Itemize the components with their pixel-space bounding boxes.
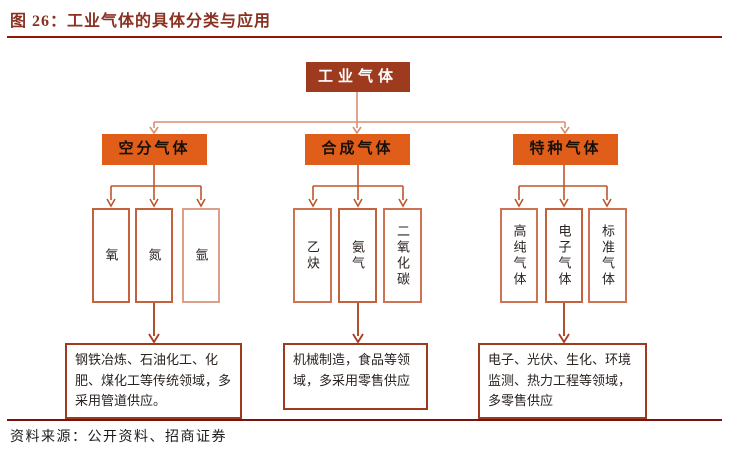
gas-node-electronic: 电子气体 bbox=[545, 208, 583, 303]
gas-node-standard: 标准气体 bbox=[588, 208, 627, 303]
root-node-industrial-gas: 工业气体 bbox=[306, 62, 410, 92]
gas-node-high-purity: 高纯气体 bbox=[500, 208, 538, 303]
title-underline bbox=[7, 36, 722, 38]
gas-node-ammonia: 氨气 bbox=[338, 208, 377, 303]
gas-node-carbon-dioxide: 二氧化碳 bbox=[383, 208, 422, 303]
branch-node-synthesis: 合成气体 bbox=[305, 134, 410, 165]
data-source-text: 资料来源：公开资料、招商证券 bbox=[10, 430, 227, 445]
branch-node-air-separation: 空分气体 bbox=[102, 134, 207, 165]
gas-node-oxygen: 氧 bbox=[92, 208, 130, 303]
source-divider-line bbox=[7, 419, 722, 421]
gas-node-acetylene: 乙炔 bbox=[293, 208, 332, 303]
application-box-air-separation: 钢铁冶炼、石油化工、化肥、煤化工等传统领域，多采用管道供应。 bbox=[65, 343, 242, 419]
gas-node-nitrogen: 氮 bbox=[135, 208, 173, 303]
figure-title: 图 26：工业气体的具体分类与应用 bbox=[10, 13, 272, 30]
branch-node-specialty: 特种气体 bbox=[513, 134, 618, 165]
application-box-specialty: 电子、光伏、生化、环境监测、热力工程等领域，多零售供应 bbox=[478, 343, 647, 419]
gas-node-argon: 氩 bbox=[182, 208, 220, 303]
application-box-synthesis: 机械制造，食品等领域，多采用零售供应 bbox=[283, 343, 428, 410]
